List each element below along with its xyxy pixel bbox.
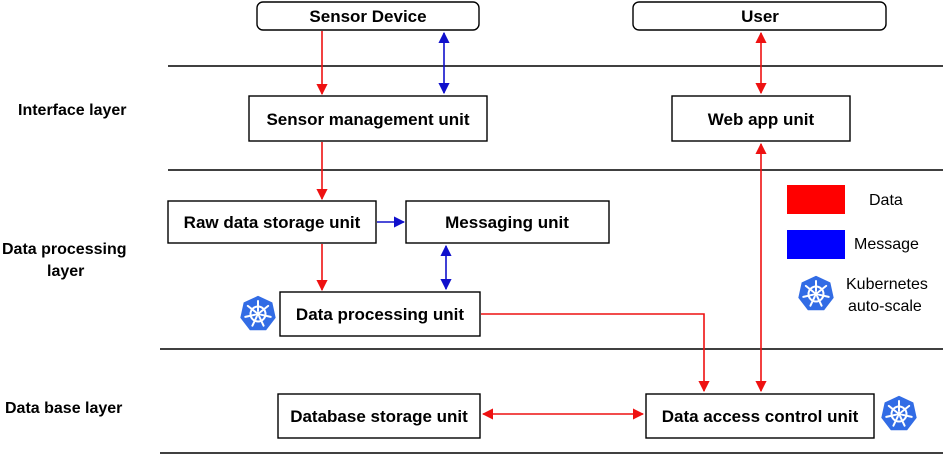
kubernetes-icon — [879, 394, 919, 432]
sensor-management-label: Sensor management unit — [266, 110, 469, 129]
legend-k8s-label-line2: auto-scale — [848, 298, 922, 315]
messaging-node: Messaging unit — [405, 200, 610, 244]
database-layer-label: Data base layer — [5, 400, 122, 417]
legend-k8s-label-line1: Kubernetes — [846, 276, 928, 293]
kubernetes-icon — [238, 294, 278, 332]
data-processing-node: Data processing unit — [279, 291, 481, 337]
data-processing-label: Data processing unit — [296, 305, 464, 324]
web-app-node: Web app unit — [671, 95, 851, 142]
raw-storage-node: Raw data storage unit — [167, 200, 377, 244]
raw-storage-label: Raw data storage unit — [184, 213, 361, 232]
messaging-label: Messaging unit — [445, 213, 569, 232]
database-storage-node: Database storage unit — [277, 393, 481, 439]
interface-layer-label: Interface layer — [18, 102, 127, 119]
database-storage-label: Database storage unit — [290, 407, 468, 426]
processing-layer-label-line2: layer — [47, 263, 84, 280]
user-node: User — [632, 1, 887, 31]
sensor-management-node: Sensor management unit — [248, 95, 488, 142]
legend-data-swatch — [787, 185, 845, 214]
sensor-device-label: Sensor Device — [309, 7, 426, 26]
web-app-label: Web app unit — [708, 110, 815, 129]
kubernetes-icon — [796, 274, 836, 312]
processing-layer-label-line1: Data processing — [2, 241, 126, 258]
legend-message-label: Message — [854, 236, 919, 253]
sensor-device-node: Sensor Device — [256, 1, 480, 31]
arrow-processing-to-access — [481, 313, 710, 393]
data-access-control-node: Data access control unit — [645, 393, 875, 439]
data-access-control-label: Data access control unit — [662, 407, 859, 426]
user-label: User — [741, 7, 779, 26]
legend-message-swatch — [787, 230, 845, 259]
legend-data-label: Data — [869, 192, 903, 209]
